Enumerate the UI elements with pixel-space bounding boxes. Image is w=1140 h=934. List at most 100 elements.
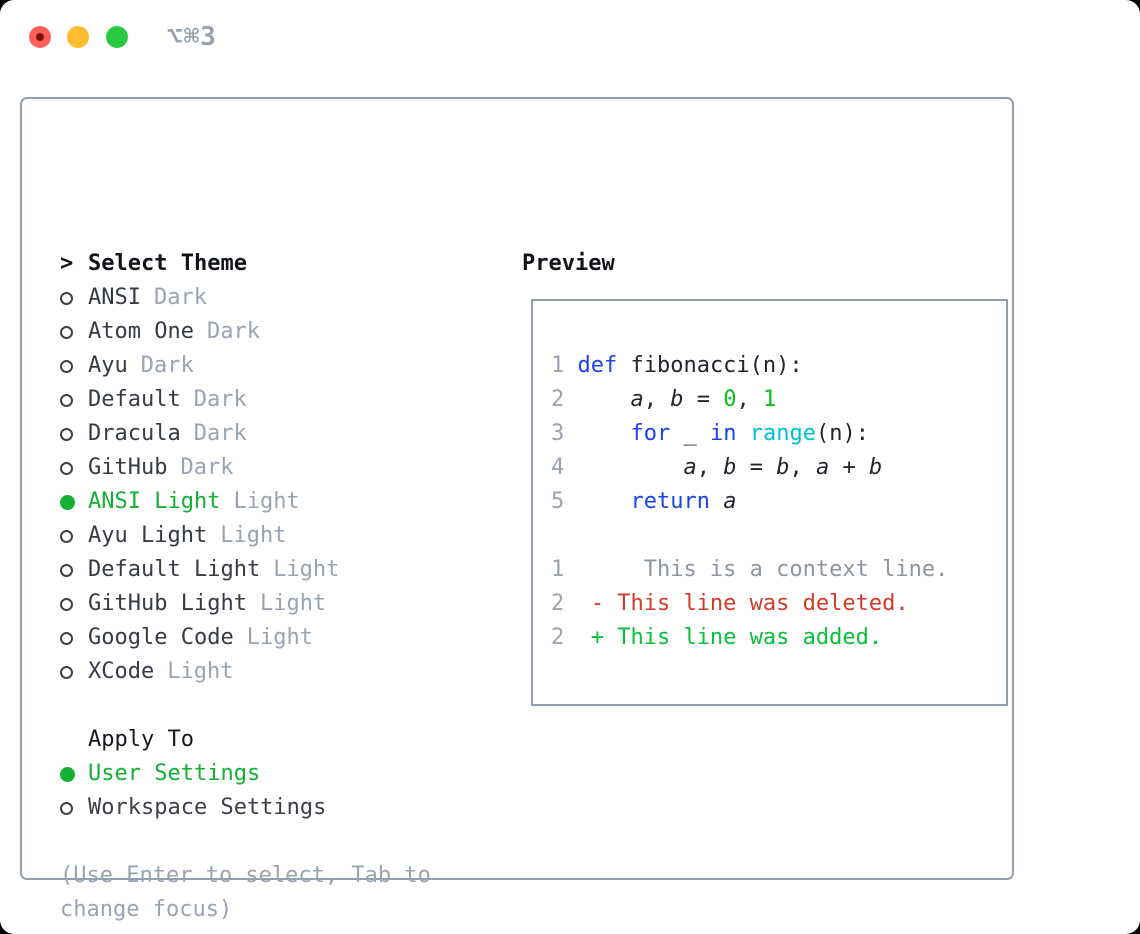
- code-token: range: [749, 421, 816, 446]
- radio-cell: [60, 529, 88, 543]
- code-line: 1 def fibonacci(n):: [551, 349, 948, 383]
- line-number: 1: [551, 557, 578, 582]
- zoom-button[interactable]: [106, 26, 128, 48]
- code-token: ,: [789, 455, 816, 480]
- code-token: [577, 417, 630, 451]
- theme-name: Atom One: [88, 319, 194, 344]
- radio-cell: [60, 801, 88, 815]
- radio-cell: [60, 665, 88, 679]
- theme-name: GitHub Light: [88, 591, 247, 616]
- theme-variant: Dark: [193, 421, 247, 446]
- code-token: b: [868, 455, 883, 480]
- theme-option[interactable]: Ayu Light Light: [60, 519, 339, 553]
- code-token: b: [776, 455, 790, 480]
- line-number: 3: [551, 421, 578, 446]
- keyboard-hint: (Use Enter to select, Tab to change focu…: [60, 863, 431, 922]
- code-token: return: [630, 489, 710, 514]
- code-token: [577, 485, 630, 519]
- code-line: 2 + This line was added.: [551, 621, 948, 655]
- radio-cell: [60, 631, 88, 645]
- theme-option[interactable]: Ayu Dark: [60, 349, 339, 383]
- radio-icon: [60, 529, 73, 543]
- theme-variant: Light: [220, 523, 287, 548]
- code-token: for: [630, 421, 671, 446]
- radio-selected-icon: [60, 766, 75, 782]
- code-line: 2 a, b = 0, 1: [551, 383, 948, 417]
- theme-variant: Dark: [140, 353, 194, 378]
- theme-variant: Dark: [180, 455, 234, 480]
- code-token: def: [577, 353, 631, 378]
- code-token: fibonacci(n):: [630, 353, 803, 378]
- code-token: +: [829, 455, 869, 480]
- radio-cell: [60, 325, 88, 339]
- code-token: a: [723, 489, 737, 514]
- theme-name: GitHub: [88, 455, 168, 480]
- code-token: [577, 383, 630, 417]
- line-number: [551, 519, 577, 553]
- code-token: _: [670, 421, 710, 446]
- radio-icon: [60, 563, 73, 577]
- code-token: [577, 451, 683, 485]
- theme-option[interactable]: XCode Light: [60, 655, 339, 689]
- apply-to-option[interactable]: Workspace Settings: [60, 791, 326, 825]
- theme-variant: Dark: [153, 285, 207, 310]
- theme-name: Default Light: [88, 557, 261, 582]
- code-line: 4 a, b = b, a + b: [551, 451, 948, 485]
- radio-selected-icon: [60, 494, 75, 510]
- theme-name: Ayu Light: [88, 523, 208, 548]
- theme-name: XCode: [88, 659, 155, 684]
- theme-list-header: > Select Theme: [60, 247, 339, 281]
- theme-variant: Light: [233, 489, 300, 514]
- code-line: 2 - This line was deleted.: [551, 587, 948, 621]
- code-token: in: [709, 421, 737, 446]
- radio-icon: [60, 665, 73, 679]
- radio-icon: [60, 325, 73, 339]
- radio-icon: [60, 427, 73, 441]
- close-button[interactable]: [29, 26, 51, 48]
- focus-caret-icon: >: [60, 251, 74, 276]
- radio-cell: [60, 291, 88, 305]
- code-token: [736, 417, 749, 451]
- code-token: [710, 485, 723, 519]
- theme-name: Google Code: [88, 625, 234, 650]
- radio-icon: [60, 291, 73, 305]
- line-number: 2: [551, 591, 578, 616]
- radio-cell: [60, 427, 88, 441]
- option-name: Workspace Settings: [88, 795, 327, 820]
- line-number: 4: [551, 455, 578, 480]
- code-token: + This line was added.: [577, 625, 883, 650]
- radio-icon: [60, 801, 73, 815]
- code-token: - This line was deleted.: [577, 591, 909, 616]
- theme-option[interactable]: GitHub Dark: [60, 451, 339, 485]
- code-token: This is a context line.: [577, 557, 949, 582]
- radio-icon: [60, 393, 73, 407]
- line-number: 2: [551, 625, 578, 650]
- theme-name: ANSI: [88, 285, 141, 310]
- radio-cell: [60, 494, 88, 510]
- theme-name: Ayu: [88, 353, 128, 378]
- code-token: (n):: [815, 421, 869, 446]
- radio-cell: [60, 461, 88, 475]
- code-token: ,: [696, 455, 724, 480]
- window-title: ⌥⌘3: [167, 22, 217, 52]
- code-token: a: [683, 455, 697, 480]
- code-token: ,: [736, 387, 763, 412]
- radio-icon: [60, 461, 73, 475]
- minimize-button[interactable]: [67, 26, 89, 48]
- theme-variant: Light: [167, 659, 234, 684]
- theme-option[interactable]: ANSI Dark: [60, 281, 339, 315]
- radio-cell: [60, 766, 88, 782]
- apply-to-option[interactable]: User Settings: [60, 757, 326, 791]
- code-token: a: [815, 455, 830, 480]
